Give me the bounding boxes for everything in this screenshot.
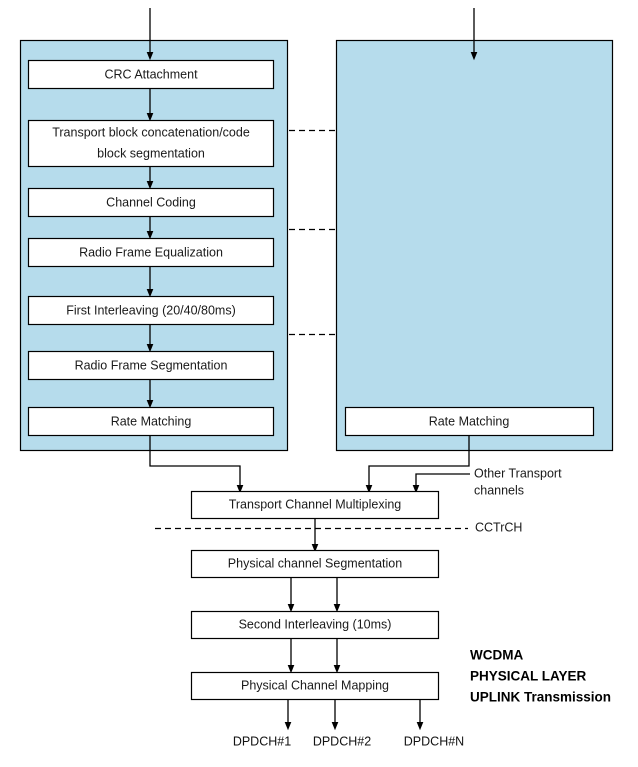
box-radio-frame-equalization-label: Radio Frame Equalization: [79, 245, 223, 259]
other-transport-channels-label-line2: channels: [474, 483, 524, 497]
box-rate-matching-left: [27, 406, 275, 437]
box-channel-coding: [27, 187, 275, 218]
connector-other-transport-channels: [412, 473, 470, 494]
box-first-interleaving: [27, 295, 275, 326]
box-first-interleaving-label: First Interleaving (20/40/80ms): [66, 303, 236, 317]
connector-right-panel-to-multiplexer: [365, 435, 470, 494]
output-label-dpdch-1: DPDCH#1: [233, 734, 291, 748]
other-transport-channels-label-line1: Other Transport: [474, 466, 562, 480]
box-radio-frame-segmentation-label: Radio Frame Segmentation: [75, 358, 228, 372]
box-physical-channel-segmentation: [190, 549, 440, 579]
box-crc-attachment-label: CRC Attachment: [104, 67, 198, 81]
box-physical-channel-mapping-label: Physical Channel Mapping: [241, 678, 389, 692]
box-transport-channel-multiplexing: [190, 490, 440, 520]
connector-left-panel-to-multiplexer: [149, 435, 244, 494]
box-crc-attachment: [27, 59, 275, 90]
output-label-dpdch-2: DPDCH#2: [313, 734, 371, 748]
box-transport-block-concatenation-label-line1: Transport block concatenation/code: [52, 125, 250, 139]
title-line-2: PHYSICAL LAYER: [470, 669, 587, 684]
output-label-dpdch-n: DPDCH#N: [404, 734, 464, 748]
box-transport-block-concatenation-label-line2: block segmentation: [97, 146, 205, 160]
box-radio-frame-segmentation: [27, 350, 275, 381]
title-line-1: WCDMA: [470, 648, 523, 663]
box-transport-block-concatenation: [27, 119, 275, 168]
cctrch-label: CCTrCH: [475, 520, 522, 534]
box-physical-channel-segmentation-label: Physical channel Segmentation: [228, 556, 402, 570]
box-transport-channel-multiplexing-label: Transport Channel Multiplexing: [229, 497, 402, 511]
box-rate-matching-left-label: Rate Matching: [111, 414, 192, 428]
box-channel-coding-label: Channel Coding: [106, 195, 196, 209]
box-second-interleaving: [190, 610, 440, 640]
title-line-3: UPLINK Transmission: [470, 690, 611, 705]
box-radio-frame-equalization: [27, 237, 275, 268]
box-second-interleaving-label: Second Interleaving (10ms): [239, 617, 392, 631]
box-physical-channel-mapping: [190, 671, 440, 701]
box-rate-matching-right-label: Rate Matching: [429, 414, 510, 428]
right-transport-channel-panel: [335, 39, 614, 452]
